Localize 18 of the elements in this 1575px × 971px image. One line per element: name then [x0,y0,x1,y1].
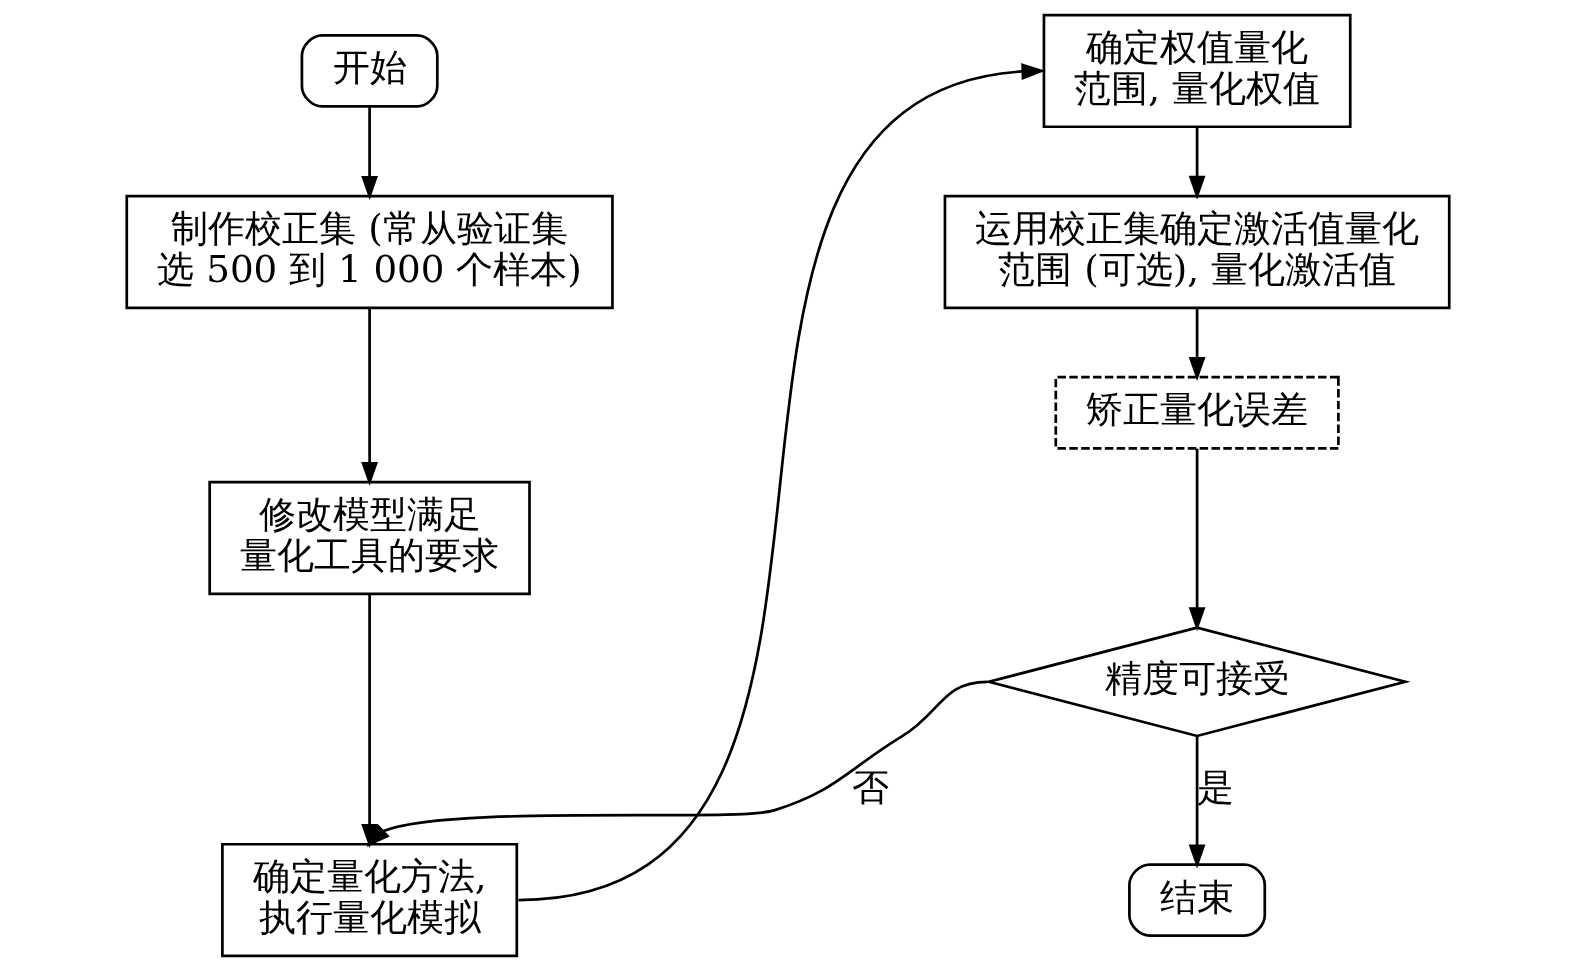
node-box: 修改模型满足量化工具的要求 [207,480,531,596]
node-box: 制作校正集 (常从验证集选 500 到 1 000 个样本) [124,194,614,310]
arrow [360,106,378,200]
node-box: 开始 [300,34,439,108]
arrow [1188,126,1206,200]
node-box: 确定权值量化范围, 量化权值 [1042,13,1352,129]
arrow [360,308,378,487]
arrow [1188,307,1206,382]
arrow [366,680,987,848]
edge-label: 否 [851,764,889,809]
node-box: 矫正量化误差 [1053,375,1340,450]
node-box: 运用校正集确定激活值量化范围 (可选), 量化激活值 [943,194,1451,310]
edge-label: 是 [1196,764,1234,809]
node-box: 确定量化方法,执行量化模拟 [220,842,518,958]
arrow [1188,736,1206,869]
arrow [517,63,1045,902]
arrow [1188,448,1206,632]
node-box: 结束 [1127,863,1266,937]
